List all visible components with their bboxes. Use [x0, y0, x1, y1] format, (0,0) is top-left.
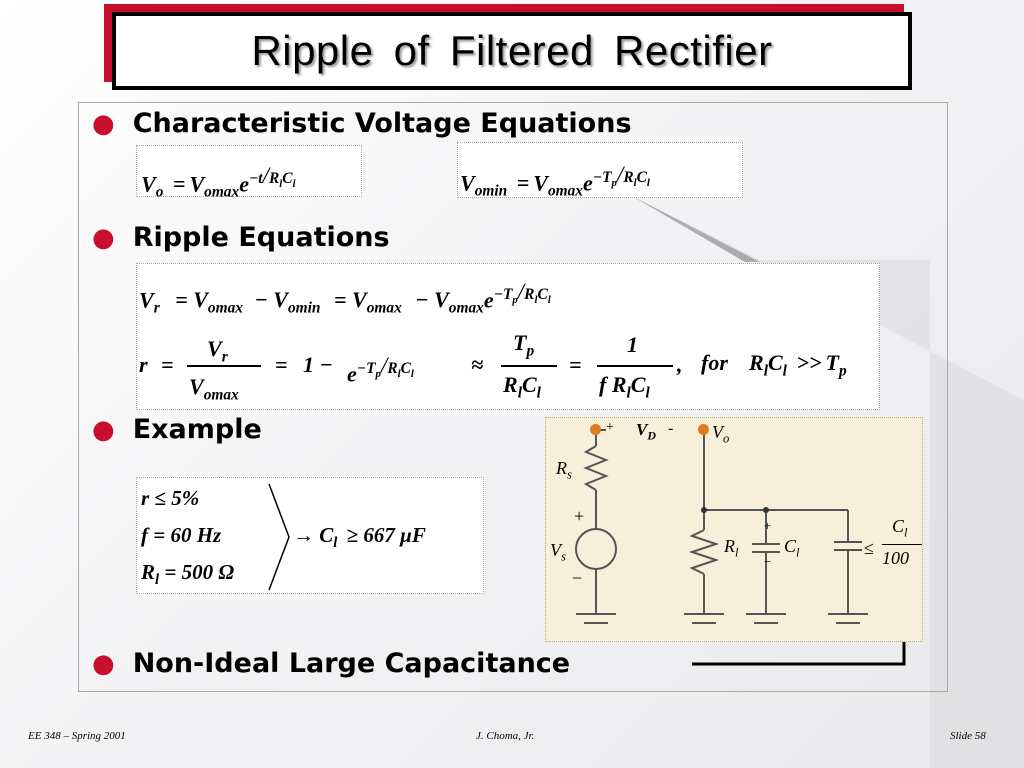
bullet-characteristic: ● Characteristic Voltage Equations — [92, 108, 632, 139]
example-line-rl: Rl = 500 Ω — [141, 560, 234, 589]
equation-vr: Vr = Vomax − Vomin = Vomax − Vomaxe−Tp/R… — [139, 278, 551, 317]
frac-bar — [882, 544, 922, 545]
frac1-den: Vomax — [189, 374, 239, 404]
terminal-vo-icon — [698, 424, 709, 435]
frac2-den: RlCl — [503, 372, 541, 402]
circuit-diagram: + VD - Vo Rs + Vs − Rl + Cl − ≤ Cl 100 — [545, 417, 923, 642]
bullet-label: Example — [132, 414, 262, 445]
circuit-wires — [575, 429, 868, 624]
label-rs: Rs — [556, 458, 572, 482]
frac2-bar — [501, 365, 557, 367]
footer-author: J. Choma, Jr. — [476, 730, 535, 742]
footer-course: EE 348 – Spring 2001 — [28, 730, 126, 742]
bullet-nonideal: ● Non-Ideal Large Capacitance — [92, 648, 570, 679]
bullet-label: Characteristic Voltage Equations — [132, 108, 632, 139]
equation-box-vomin: Vomin =Vomaxe−Tp/RlCl — [457, 142, 743, 200]
example-result: → Cl ≥ 667 μF — [293, 523, 426, 552]
frac1-num: Vr — [207, 336, 228, 366]
footer-slide-number: Slide 58 — [950, 730, 986, 742]
bullet-label: Ripple Equations — [132, 222, 390, 253]
bullet-dot-icon: ● — [92, 109, 115, 139]
bullet-dot-icon: ● — [92, 223, 115, 253]
label-rl: Rl — [724, 536, 739, 560]
terminal-vd-icon — [590, 424, 601, 435]
equation-box-vo: Vo =Vomaxe−t/RlCl — [136, 145, 362, 201]
content-frame — [78, 102, 948, 692]
bullet-ripple: ● Ripple Equations — [92, 222, 390, 253]
label-vs: Vs — [550, 540, 566, 564]
bullet-dot-icon: ● — [92, 415, 115, 445]
frac3-bar — [597, 365, 673, 367]
frac3-den: f RlCl — [599, 372, 650, 402]
frac1-bar — [187, 365, 261, 367]
bullet-example: ● Example — [92, 414, 262, 445]
label-vo: Vo — [712, 422, 730, 446]
slide-title: Ripple of Filtered Rectifier — [251, 27, 773, 74]
angle-bracket-icon — [268, 483, 290, 591]
equation-box-ripple: Vr = Vomax − Vomin = Vomax − Vomaxe−Tp/R… — [136, 263, 880, 410]
label-cl-frac-num: Cl — [892, 516, 908, 540]
bullet-dot-icon: ● — [92, 649, 115, 679]
equation-vomin: Vomin =Vomaxe−Tp/RlCl — [460, 161, 650, 200]
example-line-r: r ≤ 5% — [141, 486, 200, 510]
equation-vo: Vo =Vomaxe−t/RlCl — [141, 162, 296, 201]
example-box: r ≤ 5% f = 60 Hz Rl = 500 Ω → Cl ≥ 667 μ… — [136, 477, 484, 594]
label-vd: VD — [636, 420, 656, 443]
example-line-f: f = 60 Hz — [141, 523, 222, 547]
frac2-num: Tp — [513, 330, 535, 360]
title-box: Ripple of Filtered Rectifier — [112, 12, 912, 90]
condition: RlCl >>Tp — [749, 350, 847, 380]
label-cl: Cl — [784, 536, 800, 560]
exp-term: e−Tp/RlCl — [347, 352, 414, 387]
bullet-label: Non-Ideal Large Capacitance — [132, 648, 571, 679]
